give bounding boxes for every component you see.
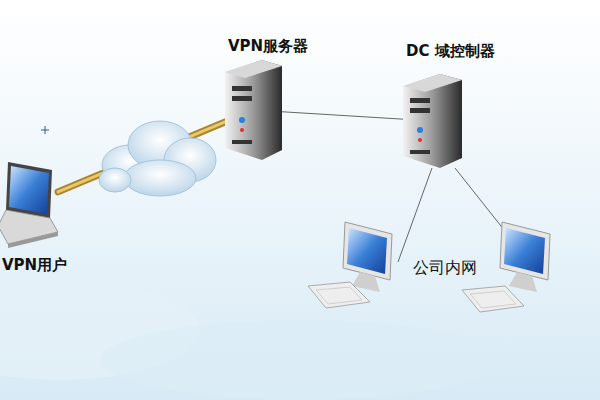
device-label: VPN服务器 <box>228 37 308 56</box>
network-device: VPN用户 <box>0 160 58 248</box>
network-device: VPN服务器 <box>225 60 282 160</box>
monitor <box>308 222 392 308</box>
device-label: DC 域控制器 <box>406 42 495 61</box>
laptop <box>0 162 58 248</box>
server-tower <box>225 60 282 160</box>
cloud <box>99 121 216 196</box>
network-device: DC 域控制器 <box>403 74 462 168</box>
server-tower <box>403 74 462 168</box>
device-label: VPN用户 <box>2 256 67 275</box>
network-label: 公司内网 <box>413 258 477 279</box>
network-link <box>282 112 403 119</box>
